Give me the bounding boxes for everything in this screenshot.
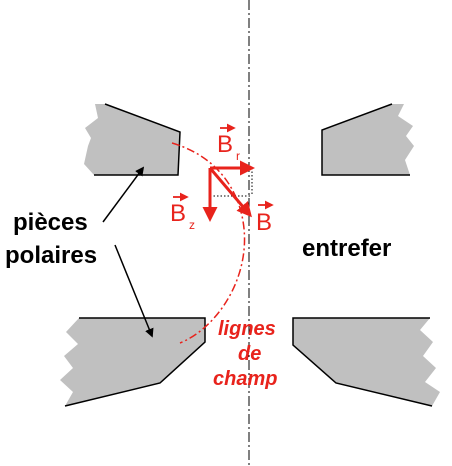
pole-pieces-label-line1: pièces bbox=[13, 209, 88, 236]
pole-pieces-label-line2: polaires bbox=[5, 242, 97, 269]
pole-piece-upper-right bbox=[321, 103, 414, 176]
vector-bz-subscript: z bbox=[189, 218, 195, 232]
vector-b-arrow bbox=[208, 167, 252, 218]
field-line bbox=[171, 142, 246, 344]
vector-bz-symbol: B bbox=[170, 200, 186, 227]
field-lines-label-line3: champ bbox=[213, 368, 277, 390]
pointer-arrow-upper bbox=[102, 166, 145, 223]
vector-bz-label: B z bbox=[170, 192, 195, 232]
air-gap-label: entrefer bbox=[302, 235, 391, 262]
pole-piece-upper-left bbox=[84, 103, 181, 176]
field-lines-label-line1: lignes bbox=[218, 318, 276, 340]
vector-b-symbol: B bbox=[256, 209, 272, 236]
vector-br-label: B r bbox=[217, 123, 240, 163]
field-lines-label-line2: de bbox=[238, 343, 261, 365]
pole-piece-lower-left bbox=[60, 317, 206, 407]
vector-b-label: B bbox=[256, 200, 274, 236]
vector-br-subscript: r bbox=[236, 149, 240, 163]
vector-br-symbol: B bbox=[217, 131, 233, 158]
pointer-arrow-lower bbox=[114, 244, 154, 338]
pole-piece-lower-right bbox=[292, 317, 440, 407]
